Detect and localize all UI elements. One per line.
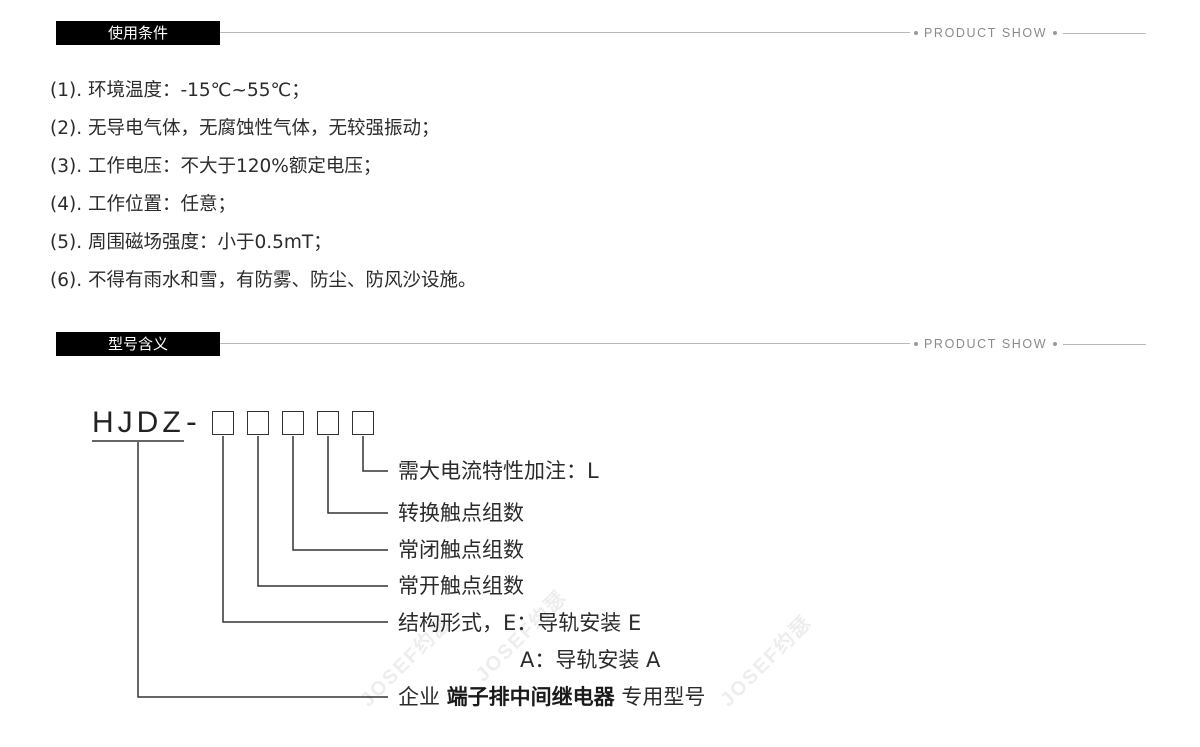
section-header-conditions: 使用条件 PRODUCT SHOW <box>56 21 1146 45</box>
product-show-text: PRODUCT SHOW <box>924 26 1048 40</box>
label-prefix-text: 企业 <box>398 685 447 709</box>
label-changeover-contacts: 转换触点组数 <box>398 501 524 525</box>
model-slot-box <box>282 411 304 435</box>
dot-icon <box>914 342 918 346</box>
connector-line <box>362 436 388 472</box>
label-no-contacts: 常开触点组数 <box>398 574 524 598</box>
condition-item: (4). 工作位置：任意； <box>50 194 236 215</box>
connector-line <box>327 436 388 514</box>
section-tag: 型号含义 <box>56 332 220 356</box>
connector-line <box>257 436 388 587</box>
label-structure-a: A：导轨安装 A <box>520 648 661 672</box>
product-show-label: PRODUCT SHOW <box>908 335 1146 353</box>
dot-icon <box>1053 31 1058 35</box>
section-divider-tail <box>1063 343 1146 345</box>
condition-item: (6). 不得有雨水和雪，有防雾、防尘、防风沙设施。 <box>50 270 477 291</box>
model-slot-box <box>352 411 374 435</box>
model-slot-box <box>317 411 339 435</box>
product-show-label: PRODUCT SHOW <box>908 24 1146 42</box>
model-prefix: HJDZ <box>92 406 185 439</box>
model-dash: - <box>186 405 197 440</box>
label-bold-text: 端子排中间继电器 <box>446 685 615 709</box>
model-slot-box <box>247 411 269 435</box>
section-header-model-meaning: 型号含义 PRODUCT SHOW <box>56 332 1146 356</box>
label-enterprise-model: 企业 端子排中间继电器 专用型号 <box>398 683 705 711</box>
label-high-current: 需大电流特性加注：L <box>398 459 599 483</box>
condition-item: (5). 周围磁场强度：小于0.5mT； <box>50 232 332 253</box>
section-divider <box>220 32 910 33</box>
section-divider-tail <box>1063 32 1146 34</box>
connector-line <box>222 436 388 623</box>
condition-item: (1). 环境温度：-15℃~55℃； <box>50 80 310 101</box>
condition-item: (2). 无导电气体，无腐蚀性气体，无较强振动； <box>50 118 440 139</box>
dot-icon <box>1053 342 1058 346</box>
connector-line <box>137 442 388 698</box>
label-structure-e: 结构形式，E：导轨安装 E <box>398 611 642 635</box>
dot-icon <box>914 31 918 35</box>
condition-item: (3). 工作电压：不大于120%额定电压； <box>50 156 382 177</box>
product-show-text: PRODUCT SHOW <box>924 337 1048 351</box>
section-tag: 使用条件 <box>56 21 220 45</box>
conditions-list: (1). 环境温度：-15℃~55℃； (2). 无导电气体，无腐蚀性气体，无较… <box>50 74 476 302</box>
connector-line <box>292 436 388 551</box>
section-divider <box>220 343 910 344</box>
model-slot-box <box>212 411 234 435</box>
label-suffix-text: 专用型号 <box>614 685 706 709</box>
label-nc-contacts: 常闭触点组数 <box>398 538 524 562</box>
